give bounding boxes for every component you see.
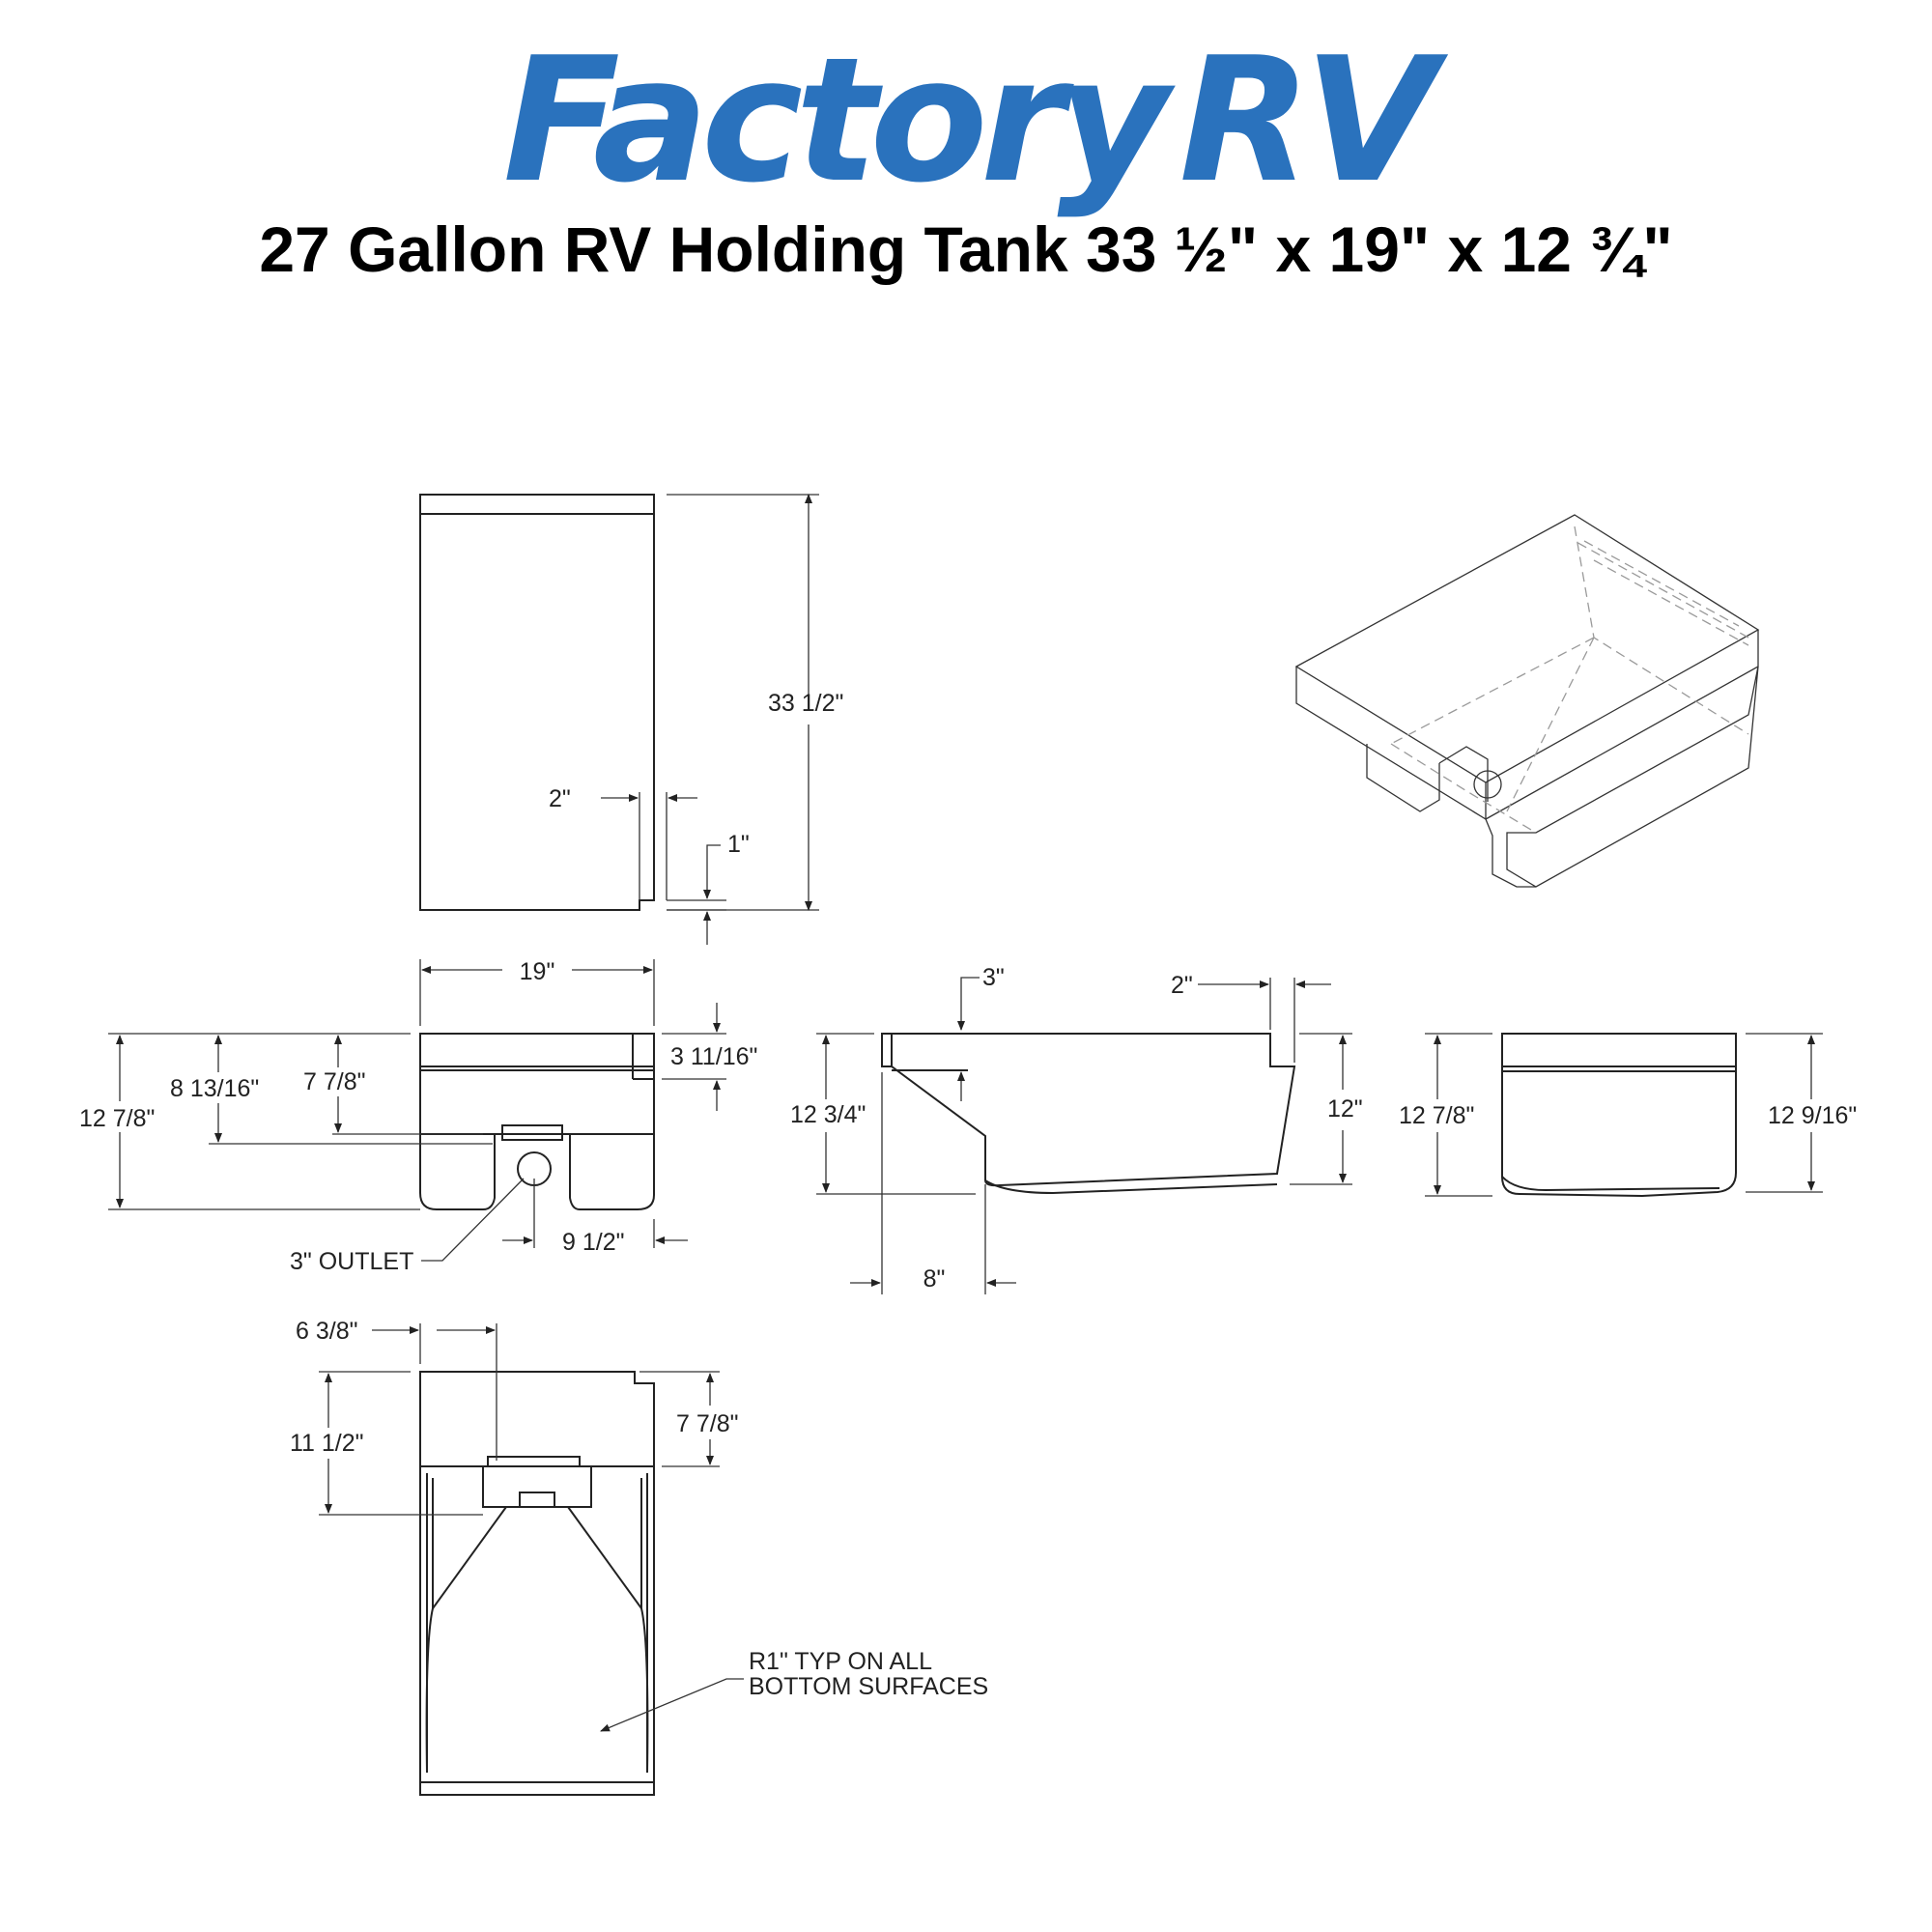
radius-leader — [600, 1678, 744, 1732]
top-view: 33 1/2" 2" 1" — [419, 494, 843, 945]
dim-bottom-notch: 7 7/8" — [676, 1410, 738, 1437]
front-view-outlet-flange — [501, 1124, 563, 1141]
iso-sump — [1366, 744, 1440, 812]
bottom-view-outline — [419, 1371, 655, 1796]
iso-front-flange — [1295, 667, 1487, 821]
iso-right-flange — [1485, 630, 1759, 820]
isometric-view — [1294, 514, 1760, 888]
iso-hidden-lines — [1583, 540, 1749, 646]
dim-bottom-width: 6 3/8" — [296, 1318, 357, 1345]
radius-note-line2: BOTTOM SURFACES — [749, 1673, 988, 1700]
outlet-box-inner — [519, 1492, 555, 1508]
dim-side-left: 12 3/4" — [790, 1101, 866, 1128]
dim-front-width: 19" — [520, 958, 555, 985]
iso-outlet-box — [1438, 746, 1489, 802]
top-view-outline — [419, 494, 655, 911]
dim-side-right: 12" — [1327, 1095, 1363, 1122]
outlet-box — [482, 1465, 592, 1508]
iso-hidden-lines — [1390, 637, 1595, 834]
dim-front-height: 12 7/8" — [79, 1105, 155, 1132]
dim-end-left: 12 7/8" — [1399, 1102, 1474, 1129]
dim-side-step: 2" — [1171, 972, 1193, 999]
page-title: 27 Gallon RV Holding Tank 33 ½" x 19" x … — [259, 213, 1673, 285]
dim-outlet-height: 8 13/16" — [170, 1075, 259, 1102]
iso-body-front — [1485, 818, 1536, 888]
end-view-outline — [1501, 1033, 1737, 1198]
dim-bottom-depth: 11 1/2" — [290, 1430, 364, 1457]
bottom-view-slopes — [432, 1478, 642, 1612]
dim-top-step: 2" — [549, 785, 571, 812]
outlet-leader — [421, 1178, 525, 1262]
iso-hidden-lines — [1390, 526, 1749, 745]
side-view-outline — [881, 1033, 1296, 1187]
iso-top-surface — [1294, 514, 1760, 783]
dim-outlet-top: 7 7/8" — [303, 1068, 365, 1095]
dim-end-right: 12 9/16" — [1768, 1102, 1857, 1129]
iso-outlet — [1473, 770, 1502, 799]
bottom-view: 6 3/8" 11 1/2" 7 7/8" R1" TYP ON ALL BOT… — [290, 1318, 988, 1796]
dim-top-drop: 1" — [727, 831, 750, 858]
dim-top-length: 33 1/2" — [768, 690, 843, 717]
logo-text-factory: Factory — [502, 20, 1170, 220]
bottom-view-flange — [420, 1456, 654, 1467]
side-view-bottom — [984, 1179, 1278, 1195]
front-view-outline — [419, 1033, 655, 1210]
end-view: 12 7/8" 12 9/16" — [1399, 1033, 1857, 1198]
dim-side-bottom: 8" — [923, 1265, 946, 1293]
front-view: 19" 3 11/16" 12 7/8" 8 13/16" 7 7/8" — [79, 958, 757, 1275]
bottom-view-curves — [425, 1607, 649, 1774]
dim-front-notch: 3 11/16" — [670, 1043, 757, 1070]
dim-side-top: 3" — [982, 964, 1005, 991]
logo-text-rv: RV — [1179, 20, 1437, 220]
dim-line — [703, 844, 721, 899]
outlet-label: 3" OUTLET — [290, 1248, 413, 1275]
end-view-bottom — [1501, 1176, 1720, 1192]
side-view: 3" 2" 12 3/4" 12" 8" — [790, 964, 1363, 1294]
dim-outlet-offset: 9 1/2" — [562, 1229, 624, 1256]
dim-line — [957, 977, 980, 1031]
bottom-view-sides — [426, 1473, 648, 1773]
radius-note-line1: R1" TYP ON ALL — [749, 1648, 932, 1675]
iso-body-right — [1506, 666, 1759, 888]
